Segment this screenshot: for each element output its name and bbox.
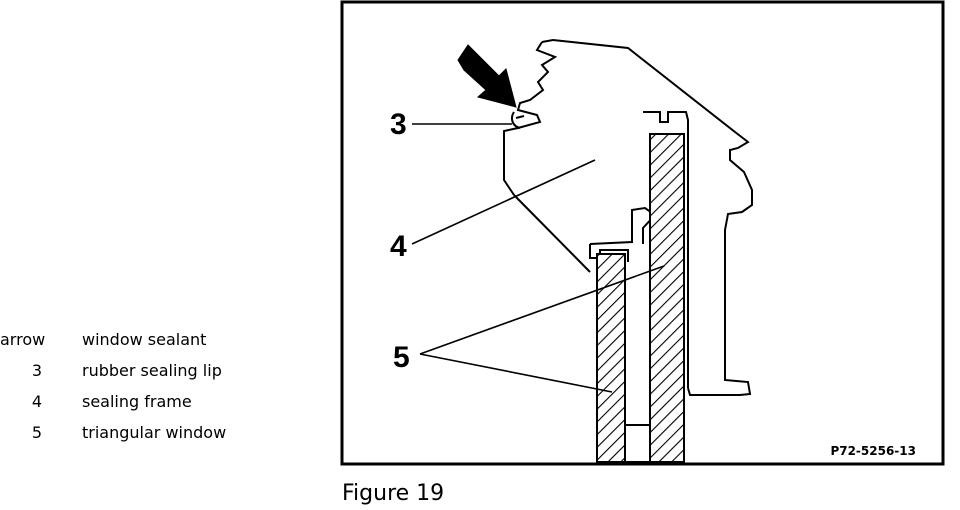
callout-5: 5 [393,341,410,374]
legend-text: triangular window [82,423,227,442]
legend-text: rubber sealing lip [82,361,222,380]
frame-channel [643,111,689,388]
leader-line-5b [419,353,613,393]
legend-text: window sealant [82,330,207,349]
sealing-frame-head [503,41,558,196]
diagram-border [340,0,945,466]
sealant-arrow-icon [457,44,517,108]
legend-key: 3 [31,361,42,380]
leader-line-5a [419,265,665,355]
legend-text: sealing frame [82,392,192,411]
leader-line-4 [411,159,596,245]
pane-gap [625,424,650,463]
window-pane-rear [649,133,685,463]
figure-caption: Figure 19 [342,481,445,506]
callout-3: 3 [390,108,407,141]
legend-key: 4 [31,392,42,411]
legend-key: arrow [0,330,46,349]
legend-key: 5 [31,423,42,442]
frame-lip-lower [513,194,657,273]
callout-4: 4 [390,230,407,263]
reference-code: P72-5256-13 [830,444,916,458]
rubber-sealing-lip [511,111,525,129]
sealing-frame [541,38,753,396]
